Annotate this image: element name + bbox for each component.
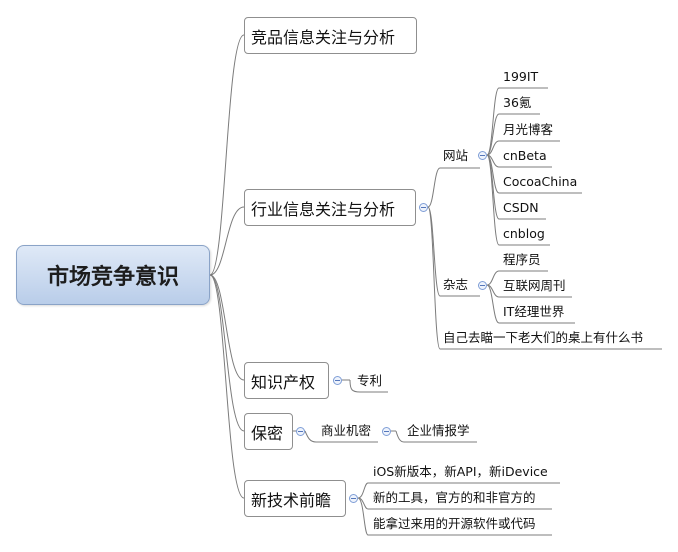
magazine-item[interactable]: 互联网周刊 — [503, 278, 566, 293]
subtopic-patent[interactable]: 专利 — [357, 373, 383, 388]
collapse-icon-industry[interactable] — [419, 203, 428, 212]
site-item[interactable]: cnblog — [503, 226, 545, 241]
collapse-icon-biz-secret[interactable] — [382, 427, 391, 436]
magazine-item[interactable]: IT经理世界 — [503, 304, 565, 319]
collapse-icon-mags[interactable] — [478, 281, 487, 290]
link-root-secret — [209, 274, 245, 432]
link-root-ip — [209, 274, 245, 381]
collapse-icon-tech[interactable] — [349, 494, 358, 503]
root-topic[interactable]: 市场竞争意识 — [16, 245, 210, 305]
link-root-tech — [209, 274, 245, 499]
site-item[interactable]: 月光博客 — [503, 122, 554, 137]
collapse-icon-sites[interactable] — [478, 151, 487, 160]
tech-item[interactable]: iOS新版本，新API，新iDevice — [373, 464, 548, 479]
topic-competitor[interactable]: 竞品信息关注与分析 — [244, 17, 417, 54]
subtopic-biz-secret[interactable]: 商业机密 — [321, 423, 372, 438]
magazine-item[interactable]: 程序员 — [503, 252, 541, 267]
topic-industry[interactable]: 行业信息关注与分析 — [244, 189, 416, 226]
collapse-icon-ip[interactable] — [333, 376, 342, 385]
subtopic-note[interactable]: 自己去瞄一下老大们的桌上有什么书 — [443, 330, 644, 345]
subtopic-sites[interactable]: 网站 — [443, 148, 469, 163]
link-root-industry — [209, 206, 245, 276]
link-industry-sites — [427, 167, 441, 208]
site-item[interactable]: CSDN — [503, 200, 539, 215]
tech-item[interactable]: 新的工具，官方的和非官方的 — [373, 490, 536, 505]
tech-item[interactable]: 能拿过来用的开源软件或代码 — [373, 516, 536, 531]
site-item[interactable]: cnBeta — [503, 148, 547, 163]
link-industry-note — [427, 206, 441, 350]
site-item[interactable]: 36氪 — [503, 95, 532, 110]
topic-secret[interactable]: 保密 — [244, 413, 293, 450]
site-item[interactable]: CocoaChina — [503, 174, 578, 189]
topic-tech[interactable]: 新技术前瞻 — [244, 480, 346, 517]
subtopic-intel[interactable]: 企业情报学 — [407, 423, 470, 438]
topic-ip[interactable]: 知识产权 — [244, 362, 329, 399]
subtopic-mags[interactable]: 杂志 — [443, 277, 469, 292]
collapse-icon-secret[interactable] — [296, 427, 305, 436]
link-root-competitor — [209, 34, 245, 276]
site-item[interactable]: 199IT — [503, 69, 539, 84]
